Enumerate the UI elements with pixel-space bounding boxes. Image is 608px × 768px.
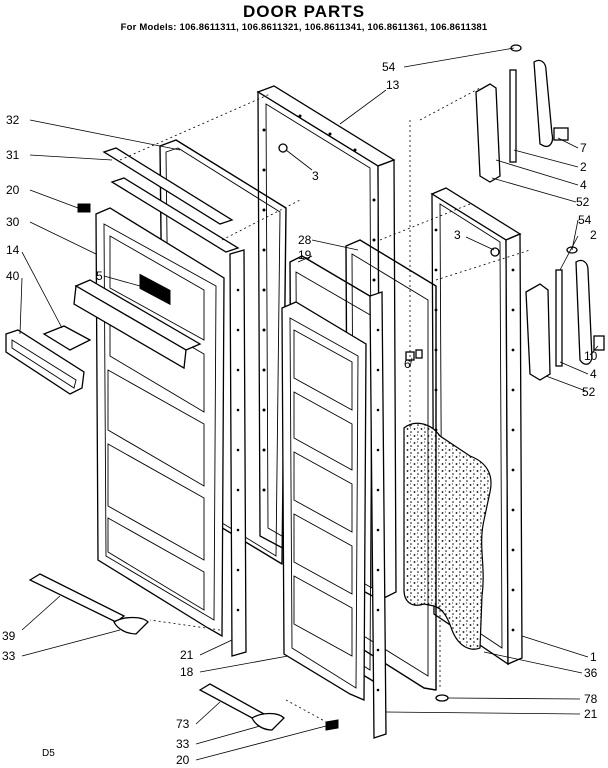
callout-39: 39 (2, 629, 16, 643)
callout-52: 52 (576, 195, 590, 209)
callout-32: 32 (6, 113, 20, 127)
fresh-food-door-liner (281, 301, 367, 701)
callout-78: 78 (584, 692, 598, 706)
callout-21: 21 (584, 707, 598, 721)
callout-18: 18 (180, 665, 194, 679)
diagram-tag: D5 (42, 748, 55, 759)
callout-33: 33 (176, 737, 190, 751)
callout-4: 4 (590, 367, 597, 381)
freezer-bottom-trim (28, 573, 149, 635)
freezer-handle-assembly (475, 44, 569, 183)
callout-7: 7 (580, 141, 587, 155)
freezer-door-liner (73, 207, 225, 638)
callout-54: 54 (578, 213, 592, 227)
callout-3: 3 (312, 169, 319, 183)
fresh-food-handle-assembly (525, 246, 605, 381)
callout-2: 2 (590, 228, 597, 242)
callout-2: 2 (580, 160, 587, 174)
callout-3: 3 (454, 228, 461, 242)
assembly-lines (119, 87, 531, 725)
callout-4: 4 (580, 178, 587, 192)
callout-6: 6 (404, 357, 411, 371)
callout-54: 54 (382, 60, 396, 74)
leader-lines (19, 47, 599, 761)
dispenser-tray (42, 325, 92, 351)
callout-10: 10 (584, 349, 598, 363)
callout-36: 36 (584, 666, 598, 680)
callout-13: 13 (386, 78, 400, 92)
callout-31: 31 (6, 148, 20, 162)
callout-28: 28 (298, 233, 312, 247)
callout-21: 21 (180, 648, 194, 662)
callout-20: 20 (6, 183, 20, 197)
callout-73: 73 (176, 717, 190, 731)
callout-5: 5 (96, 269, 103, 283)
page-title: DOOR PARTS (242, 2, 366, 21)
dispenser-cover (5, 329, 85, 395)
fresh-food-bottom-trim (198, 683, 285, 731)
callout-1: 1 (590, 650, 597, 664)
callout-numbers: 54 13 32 31 3 7 2 4 52 20 30 28 19 3 54 … (2, 60, 598, 767)
models-subtitle: For Models: 106.8611311, 106.8611321, 10… (120, 22, 488, 33)
callout-52: 52 (582, 385, 596, 399)
callout-33: 33 (2, 649, 16, 663)
callout-30: 30 (6, 215, 20, 229)
callout-20: 20 (176, 753, 190, 767)
freezer-door-trim-strip (102, 147, 240, 253)
callout-19: 19 (298, 248, 312, 262)
door-insulation (403, 422, 492, 650)
callout-14: 14 (6, 243, 20, 257)
fresh-food-breaker-strip (369, 291, 387, 739)
freezer-breaker-strip (229, 249, 247, 657)
callout-40: 40 (6, 269, 20, 283)
